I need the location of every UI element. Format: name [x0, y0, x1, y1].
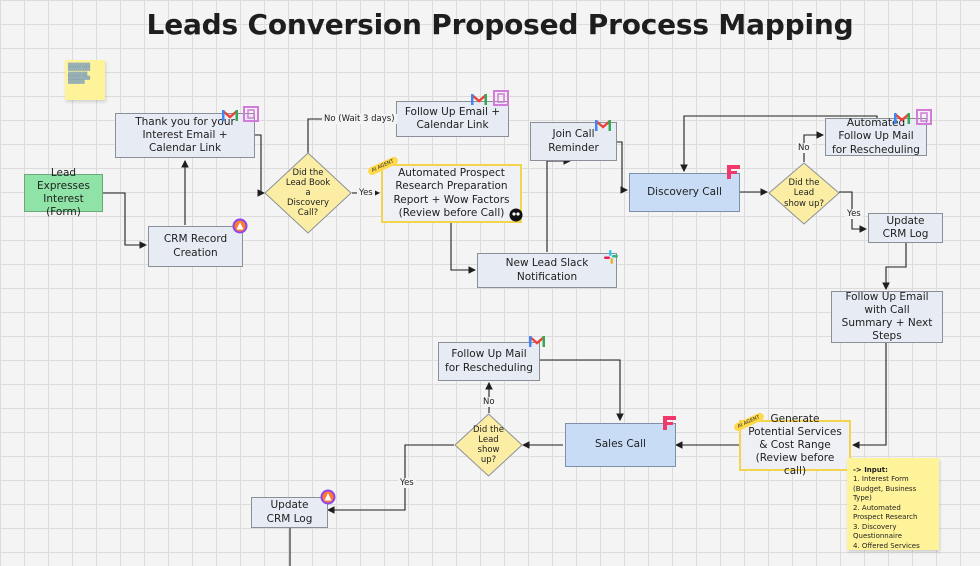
decision-show-up-2[interactable]: Did the Lead show up? [454, 413, 523, 477]
gmail-icon [471, 94, 487, 105]
gmail-icon [595, 120, 611, 131]
node-follow-up-mail-rescheduling[interactable]: Follow Up Mail for Rescheduling [438, 342, 540, 381]
input-note-item: 3. Discovery Questionnaire [853, 522, 903, 541]
slack-icon [604, 250, 618, 264]
decision-did-lead-book[interactable]: Did the Lead Book a Discovery Call? [264, 152, 352, 234]
node-lead-expresses-interest[interactable]: Lead Expresses Interest (Form) [24, 167, 103, 218]
node-update-crm-log-2[interactable]: Update CRM Log [251, 497, 328, 528]
crm-icon [320, 489, 336, 505]
node-sales-call[interactable]: Sales Call [565, 423, 676, 467]
calendar-icon [916, 109, 932, 125]
ai-research-icon [509, 208, 523, 222]
calendar-icon [243, 106, 259, 122]
decision-diamond-shape [768, 162, 840, 225]
edge-label-no-wait: No (Wait 3 days) [322, 114, 397, 124]
node-join-call-reminder[interactable]: Join Call Reminder [530, 122, 617, 161]
node-follow-up-calendar[interactable]: Follow Up Email + Calendar Link [396, 101, 509, 137]
clickup-icon [663, 416, 676, 430]
decision-diamond-shape [454, 413, 523, 477]
node-new-lead-slack-notification[interactable]: New Lead Slack Notification [477, 253, 617, 288]
node-generate-services-cost[interactable]: Generate Potential Services & Cost Range… [739, 413, 851, 477]
input-note-item: 4. Offered Services [853, 541, 920, 550]
edge-label-yes: Yes [357, 188, 375, 198]
node-automated-follow-up-rescheduling[interactable]: Automated Follow Up Mail for Reschedulin… [825, 117, 927, 156]
calendar-icon [493, 90, 509, 106]
decision-show-up-1[interactable]: Did the Lead show up? [768, 162, 840, 225]
clickup-icon [727, 165, 740, 179]
mini-sticky-note[interactable]: ▒▒▒▒▒▒▒▒▒▒▒▒▒▒▒▒▒▒▒▒▒▒▒▒▒▒▒▒▒▒▒▒▒▒▒▒▒ [65, 60, 105, 100]
node-automated-prospect-research[interactable]: Automated Prospect Research Preparation … [381, 164, 522, 223]
input-note-item: 1. Interest Form (Budget, Business Type) [853, 475, 917, 503]
gmail-icon [894, 113, 910, 124]
input-note-item: 2. Automated Prospect Research [853, 503, 918, 522]
node-follow-up-call-summary[interactable]: Follow Up Email with Call Summary + Next… [831, 291, 943, 343]
edge-label-yes: Yes [398, 478, 416, 488]
input-sticky-note[interactable]: -> Input: 1. Interest Form (Budget, Busi… [847, 458, 939, 550]
page-title: Leads Conversion Proposed Process Mappin… [146, 8, 854, 41]
node-crm-record-creation[interactable]: CRM Record Creation [148, 226, 243, 267]
node-discovery-call[interactable]: Discovery Call [629, 173, 740, 212]
node-update-crm-log-1[interactable]: Update CRM Log [868, 213, 943, 243]
decision-diamond-shape [264, 152, 352, 234]
node-thank-you-email[interactable]: Thank you for your Interest Email + Cale… [115, 113, 255, 158]
gmail-icon [529, 336, 545, 347]
edge-label-yes: Yes [845, 209, 863, 219]
input-note-heading: -> Input: [853, 466, 888, 474]
crm-icon [232, 218, 248, 234]
gmail-icon [222, 110, 238, 121]
mini-note-scribble: ▒▒▒▒▒▒▒▒▒▒▒▒▒▒▒▒▒▒▒▒▒▒▒▒▒▒▒▒▒▒▒▒▒▒▒▒▒ [68, 63, 91, 85]
edge-label-no: No [481, 397, 497, 407]
edge-label-no: No [796, 143, 812, 153]
